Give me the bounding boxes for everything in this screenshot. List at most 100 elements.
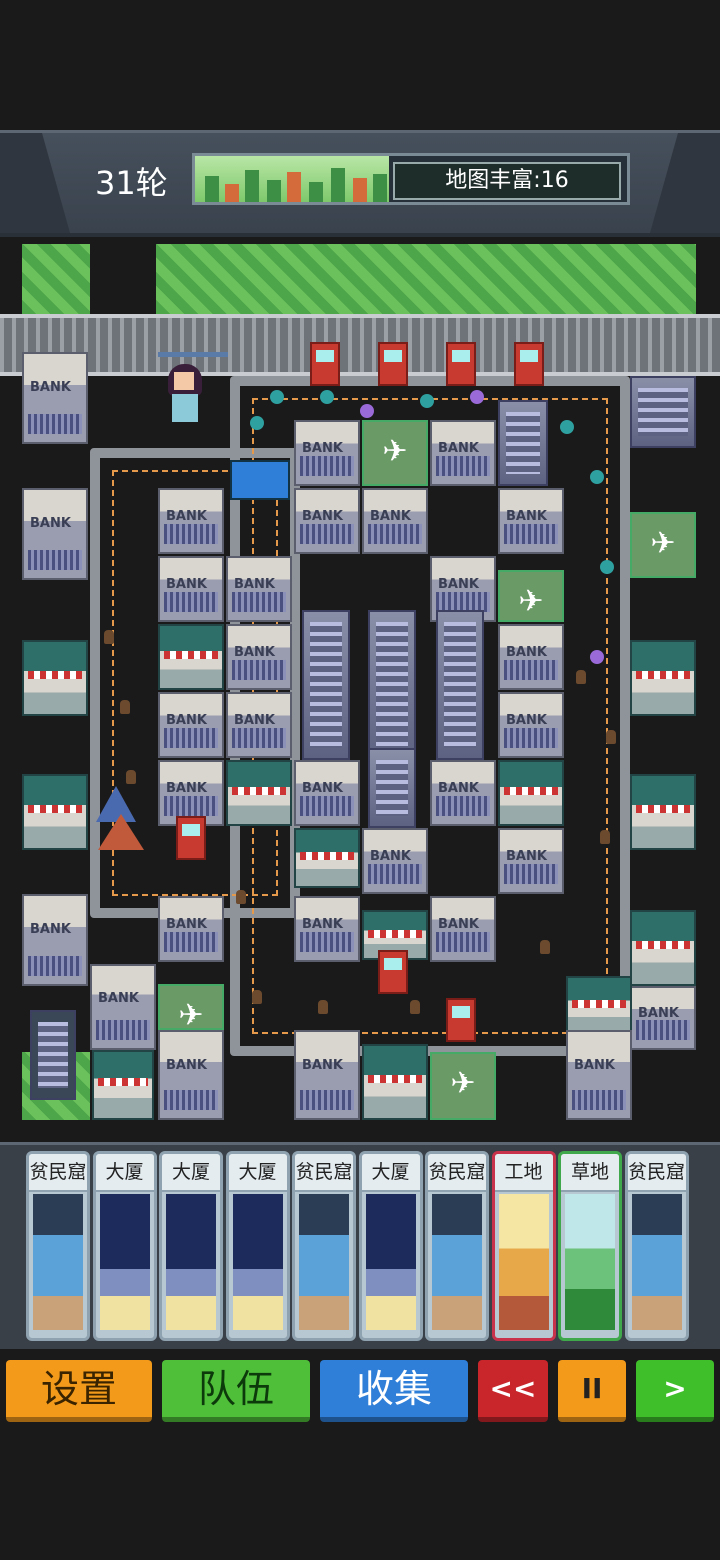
- vending-machine[interactable]: [446, 998, 476, 1042]
- bank-building[interactable]: [90, 964, 156, 1050]
- next-button[interactable]: >: [636, 1360, 714, 1422]
- card-tower[interactable]: 大厦: [358, 1151, 423, 1341]
- shop-building[interactable]: [362, 1044, 428, 1120]
- vending-machine[interactable]: [446, 342, 476, 386]
- bank-building[interactable]: [294, 420, 360, 486]
- bank-building[interactable]: [226, 624, 292, 690]
- bank-building[interactable]: [430, 896, 496, 962]
- card-slum[interactable]: 贫民窟: [624, 1151, 689, 1341]
- shop-building[interactable]: [630, 910, 696, 986]
- card-name: 大厦: [95, 1154, 154, 1192]
- bank-building[interactable]: [498, 624, 564, 690]
- card-slum[interactable]: 贫民窟: [292, 1151, 356, 1341]
- bank-building[interactable]: [294, 1030, 360, 1120]
- office-tower[interactable]: [498, 400, 548, 486]
- bank-building[interactable]: [158, 896, 224, 962]
- player-health-bar: [158, 352, 228, 357]
- card-grassland[interactable]: 草地: [558, 1151, 622, 1341]
- card-art: [432, 1194, 482, 1330]
- creature-icon: [270, 390, 284, 404]
- bank-building[interactable]: [226, 556, 292, 622]
- vending-machine[interactable]: [310, 342, 340, 386]
- team-button[interactable]: 队伍: [162, 1360, 310, 1422]
- creature-icon: [590, 470, 604, 484]
- npc-walker: [576, 670, 586, 684]
- creature-icon: [250, 416, 264, 430]
- card-name: 贫民窟: [428, 1154, 486, 1192]
- airport-tile[interactable]: ✈: [630, 512, 696, 578]
- game-map[interactable]: ✈ ✈ ✈ ✈ ✈: [0, 230, 720, 1140]
- vending-machine[interactable]: [378, 342, 408, 386]
- skyscraper[interactable]: [368, 748, 416, 828]
- bank-building[interactable]: [498, 488, 564, 554]
- collect-button[interactable]: 收集: [320, 1360, 468, 1422]
- airport-tile[interactable]: ✈: [362, 420, 428, 486]
- npc-walker: [606, 730, 616, 744]
- shop-building[interactable]: [226, 760, 292, 826]
- vending-machine[interactable]: [514, 342, 544, 386]
- bank-building[interactable]: [498, 692, 564, 758]
- card-tower[interactable]: 大厦: [92, 1151, 157, 1341]
- pylon-tile[interactable]: [630, 376, 696, 448]
- card-site[interactable]: 工地: [491, 1151, 556, 1341]
- creature-icon: [360, 404, 374, 418]
- shop-building[interactable]: [566, 976, 632, 1036]
- shop-building[interactable]: [630, 774, 696, 850]
- bank-building[interactable]: [158, 556, 224, 622]
- progress-fill: [195, 156, 390, 202]
- bank-building[interactable]: [158, 1030, 224, 1120]
- shop-building[interactable]: [22, 640, 88, 716]
- skyscraper[interactable]: [368, 610, 416, 760]
- bank-building[interactable]: [158, 488, 224, 554]
- shop-building[interactable]: [498, 760, 564, 826]
- bank-building[interactable]: [294, 760, 360, 826]
- airport-tile[interactable]: ✈: [430, 1052, 496, 1120]
- vending-machine[interactable]: [176, 816, 206, 860]
- header-right-wing: [650, 133, 720, 233]
- airport-tile[interactable]: ✈: [498, 570, 564, 622]
- card-name: 大厦: [162, 1154, 220, 1192]
- airport-tile[interactable]: ✈: [158, 984, 224, 1033]
- bank-building[interactable]: [430, 760, 496, 826]
- card-tower[interactable]: 大厦: [225, 1151, 290, 1341]
- bank-building[interactable]: [566, 1030, 632, 1120]
- card-art: [365, 1194, 416, 1330]
- header-left-wing: [0, 133, 70, 233]
- bank-building[interactable]: [430, 420, 496, 486]
- water-tower[interactable]: [30, 1010, 76, 1100]
- shop-building[interactable]: [22, 774, 88, 850]
- bank-building[interactable]: [430, 556, 496, 622]
- card-art: [166, 1194, 216, 1330]
- bank-building[interactable]: [22, 352, 88, 444]
- card-tower[interactable]: 大厦: [159, 1151, 223, 1341]
- card-slum[interactable]: 贫民窟: [26, 1151, 90, 1341]
- npc-walker: [410, 1000, 420, 1014]
- bank-building[interactable]: [158, 692, 224, 758]
- card-art: [631, 1194, 682, 1330]
- rewind-button[interactable]: <<: [478, 1360, 548, 1422]
- pause-button[interactable]: II: [558, 1360, 626, 1422]
- bus-stop[interactable]: [92, 1050, 154, 1120]
- bank-building[interactable]: [362, 488, 428, 554]
- shop-building[interactable]: [294, 828, 360, 888]
- skyscraper[interactable]: [302, 610, 350, 760]
- bank-building[interactable]: [226, 692, 292, 758]
- settings-button[interactable]: 设置: [6, 1360, 152, 1422]
- card-slum[interactable]: 贫民窟: [425, 1151, 489, 1341]
- bank-building[interactable]: [498, 828, 564, 894]
- top-header: 31轮 地图丰富:16: [0, 130, 720, 237]
- shop-building[interactable]: [158, 624, 224, 690]
- bank-building[interactable]: [158, 760, 224, 826]
- shop-building[interactable]: [630, 640, 696, 716]
- bank-building[interactable]: [294, 896, 360, 962]
- card-art: [498, 1194, 549, 1330]
- player-character[interactable]: [158, 352, 228, 426]
- skyscraper[interactable]: [436, 610, 484, 760]
- bank-building[interactable]: [22, 488, 88, 580]
- bank-building[interactable]: [630, 986, 696, 1050]
- bank-building[interactable]: [22, 894, 88, 986]
- creature-icon: [600, 560, 614, 574]
- bank-building[interactable]: [294, 488, 360, 554]
- bank-building[interactable]: [362, 828, 428, 894]
- vending-machine[interactable]: [378, 950, 408, 994]
